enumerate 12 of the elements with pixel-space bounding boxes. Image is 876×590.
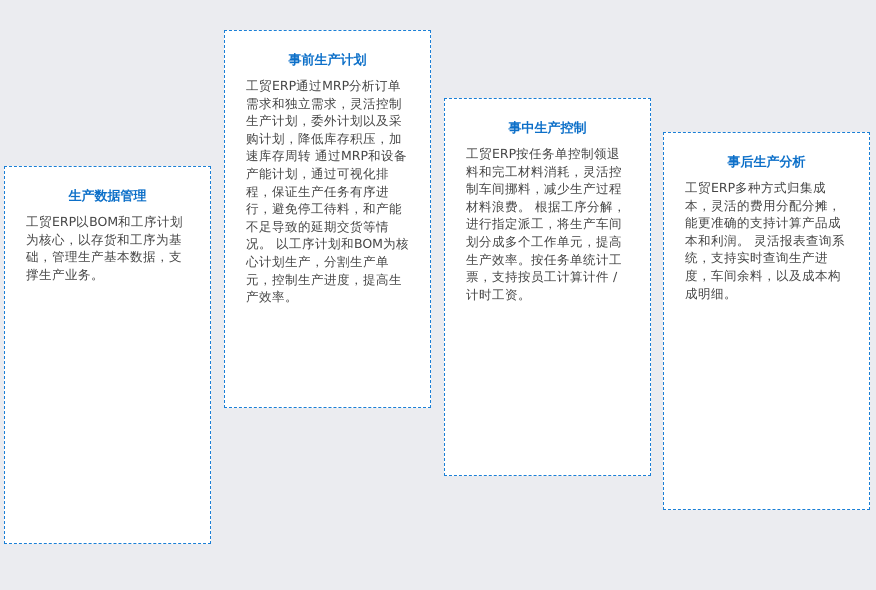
card-title: 事前生产计划 xyxy=(288,52,368,69)
card-title: 生产数据管理 xyxy=(67,188,148,205)
info-card xyxy=(663,132,870,510)
info-card xyxy=(224,30,431,408)
info-card xyxy=(444,98,651,476)
card-description: 工贸ERP多种方式归集成本，灵活的费用分配分摊，能更准确的支持计算产品成本和利润。 灵活报表查询系统，支持实时查询生产进度，车间余料，以及成本构成明细。 xyxy=(685,179,846,302)
card-title: 事中生产控制 xyxy=(508,120,588,137)
card-description: 工贸ERP通过MRP分析订单需求和独立需求，灵活控制生产计划，委外计划以及采购计划，降低库存积压，加速库存周转 通过MRP和设备产能计划，通过可视化排程，保证生产任务有序进行，避免停工待料，和产能不足导致的延期交货等情况。 以工序计划和BOM为核心计划生产，分割生产单元，控制生产进度，提高生产效率。 xyxy=(246,77,409,306)
card-title: 事后生产分析 xyxy=(726,154,806,171)
card-description: 工贸ERP按任务单控制领退料和完工材料消耗，灵活控制车间挪料，减少生产过程材料浪费。 根据工序分解，进行指定派工，将生产车间划分成多个工作单元，提高生产效率。按任务单统计工票，支持按员工计算计件 / 计时工资。 xyxy=(466,145,627,304)
info-card xyxy=(4,166,211,544)
card-description: 工贸ERP以BOM和工序计划为核心，以存货和工序为基础，管理生产基本数据，支撑生产业务。 xyxy=(26,213,184,284)
